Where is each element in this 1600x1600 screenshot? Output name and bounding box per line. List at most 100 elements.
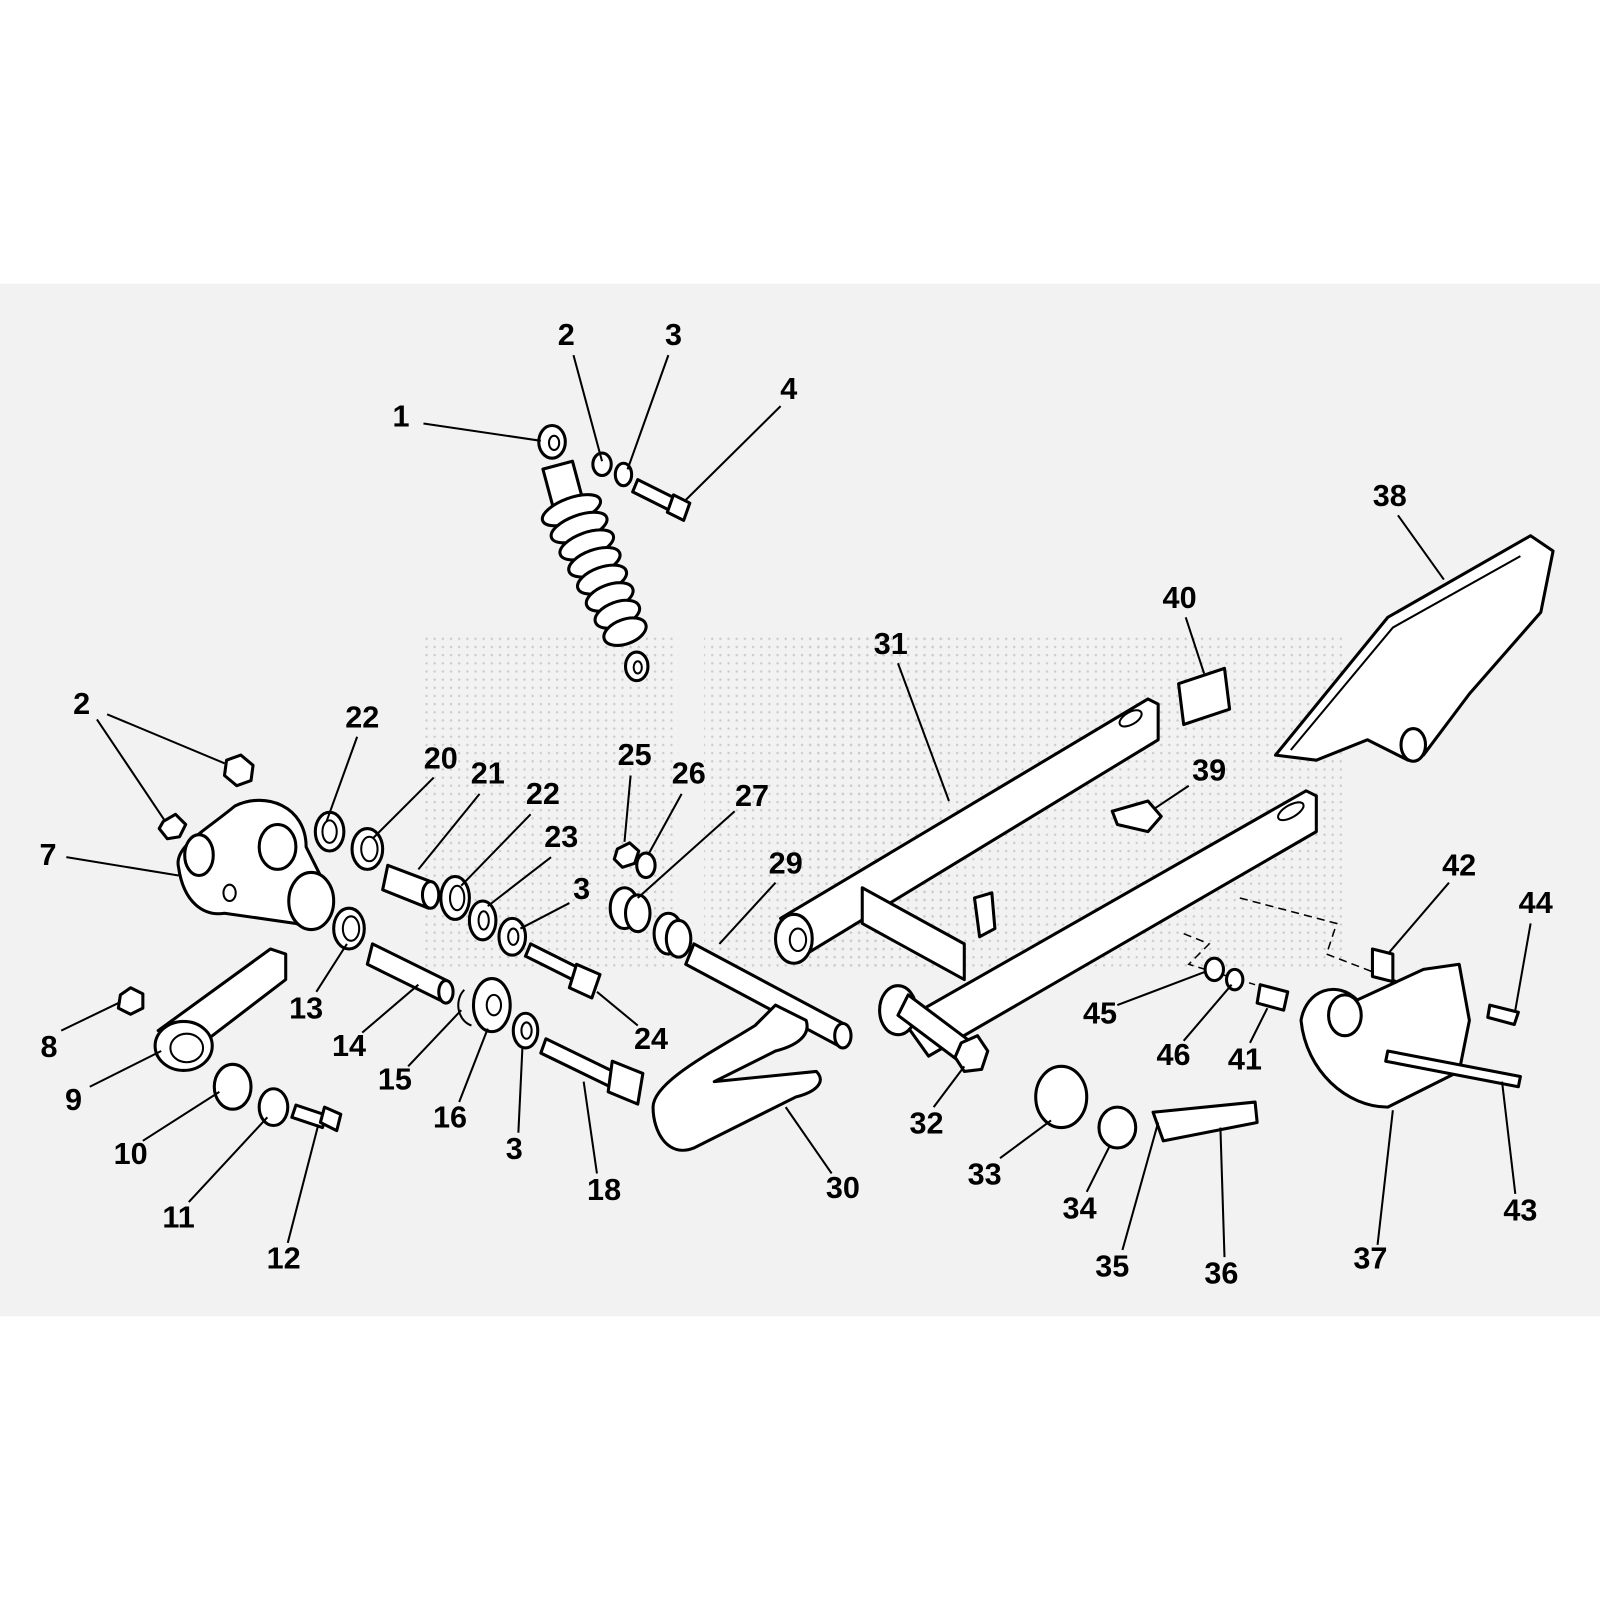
leader-line bbox=[417, 793, 481, 871]
leader-line bbox=[932, 1065, 966, 1108]
callout-label-46: 46 bbox=[1156, 1038, 1190, 1072]
leader-line bbox=[60, 1001, 121, 1032]
leader-line bbox=[66, 856, 179, 877]
callout-label-7: 7 bbox=[39, 838, 56, 872]
leader-line bbox=[407, 1009, 462, 1068]
callout-label-16: 16 bbox=[433, 1100, 467, 1134]
leader-line bbox=[106, 713, 225, 765]
shock-hardware bbox=[591, 451, 692, 522]
pull-rods bbox=[116, 947, 343, 1133]
callout-label-27: 27 bbox=[735, 779, 769, 813]
leader-line bbox=[1397, 514, 1445, 581]
callout-label-39: 39 bbox=[1192, 754, 1226, 788]
callout-label-12: 12 bbox=[267, 1241, 301, 1275]
callout-label-35: 35 bbox=[1095, 1249, 1129, 1283]
leader-line bbox=[626, 354, 670, 470]
callout-label-38: 38 bbox=[1373, 479, 1407, 513]
leader-line bbox=[1501, 1081, 1517, 1194]
callout-label-4: 4 bbox=[780, 372, 797, 406]
leader-line bbox=[897, 662, 950, 802]
callout-label-25: 25 bbox=[618, 738, 652, 772]
callout-label-13: 13 bbox=[289, 991, 323, 1025]
callout-label-20: 20 bbox=[424, 741, 458, 775]
callout-label-9: 9 bbox=[65, 1083, 82, 1117]
leader-line bbox=[142, 1090, 220, 1142]
leader-line bbox=[572, 354, 604, 462]
leader-line bbox=[460, 813, 532, 887]
callout-label-2: 2 bbox=[73, 687, 90, 721]
callout-label-29: 29 bbox=[769, 846, 803, 880]
leader-line bbox=[718, 881, 777, 945]
callout-label-15: 15 bbox=[378, 1063, 412, 1097]
leader-line bbox=[1182, 984, 1233, 1042]
callout-label-11: 11 bbox=[162, 1200, 194, 1234]
leader-line bbox=[623, 775, 632, 842]
leader-line bbox=[1116, 970, 1207, 1007]
leader-line bbox=[1219, 1127, 1226, 1258]
callout-label-10: 10 bbox=[114, 1137, 148, 1171]
spring-coil bbox=[602, 616, 648, 647]
callout-label-2: 2 bbox=[558, 318, 575, 352]
callout-label-33: 33 bbox=[968, 1158, 1002, 1192]
leader-line bbox=[371, 776, 435, 840]
leader-line bbox=[325, 736, 359, 822]
leader-line bbox=[89, 1050, 162, 1088]
callout-label-43: 43 bbox=[1503, 1193, 1537, 1227]
leader-line bbox=[188, 1116, 269, 1203]
leader-line bbox=[1249, 1007, 1269, 1044]
callout-label-22: 22 bbox=[526, 777, 560, 811]
linkage-rocker bbox=[157, 753, 336, 932]
leader-line bbox=[286, 1124, 320, 1244]
callout-label-8: 8 bbox=[40, 1030, 57, 1064]
chain-guide-assembly bbox=[1034, 897, 1522, 1150]
callout-label-45: 45 bbox=[1083, 996, 1117, 1030]
swingarm bbox=[773, 697, 1318, 1073]
leader-line bbox=[1514, 923, 1532, 1011]
leader-line bbox=[458, 1028, 489, 1103]
leader-line bbox=[96, 718, 167, 822]
callout-label-21: 21 bbox=[471, 757, 505, 791]
callout-label-32: 32 bbox=[909, 1107, 943, 1141]
leader-line bbox=[487, 856, 552, 907]
leader-line bbox=[637, 810, 736, 899]
leader-line bbox=[1085, 1144, 1112, 1193]
callout-label-30: 30 bbox=[826, 1171, 860, 1205]
leader-line bbox=[519, 902, 570, 930]
callout-label-36: 36 bbox=[1204, 1257, 1238, 1291]
callout-label-18: 18 bbox=[587, 1173, 621, 1207]
leader-line bbox=[1386, 881, 1450, 955]
shock-absorber bbox=[537, 423, 650, 683]
leader-line bbox=[784, 1106, 833, 1175]
leader-line bbox=[596, 991, 639, 1027]
leader-line bbox=[999, 1119, 1052, 1159]
leader-line bbox=[1154, 784, 1190, 810]
linkage-bushings bbox=[313, 810, 853, 1106]
callout-label-23: 23 bbox=[544, 820, 578, 854]
chain-guard bbox=[1110, 534, 1555, 834]
leader-line bbox=[423, 422, 541, 442]
leader-line bbox=[315, 943, 348, 993]
leader-line bbox=[1121, 1122, 1160, 1251]
callout-label-1: 1 bbox=[393, 399, 410, 433]
leader-line bbox=[582, 1081, 598, 1174]
callout-label-42: 42 bbox=[1442, 848, 1476, 882]
callout-label-3: 3 bbox=[506, 1132, 523, 1166]
callout-label-14: 14 bbox=[332, 1029, 366, 1063]
callout-label-40: 40 bbox=[1163, 581, 1197, 615]
callout-label-44: 44 bbox=[1519, 886, 1553, 920]
callout-label-3: 3 bbox=[665, 318, 682, 352]
callout-label-24: 24 bbox=[634, 1022, 668, 1056]
callout-label-3: 3 bbox=[573, 872, 590, 906]
leader-line bbox=[647, 793, 683, 856]
callout-label-37: 37 bbox=[1353, 1241, 1387, 1275]
leader-line bbox=[684, 405, 782, 501]
callout-label-34: 34 bbox=[1063, 1191, 1097, 1225]
leader-line bbox=[361, 983, 420, 1034]
leader-line bbox=[1184, 617, 1206, 674]
leader-line bbox=[1376, 1110, 1394, 1246]
callout-label-22: 22 bbox=[345, 700, 379, 734]
callout-label-41: 41 bbox=[1228, 1042, 1262, 1076]
